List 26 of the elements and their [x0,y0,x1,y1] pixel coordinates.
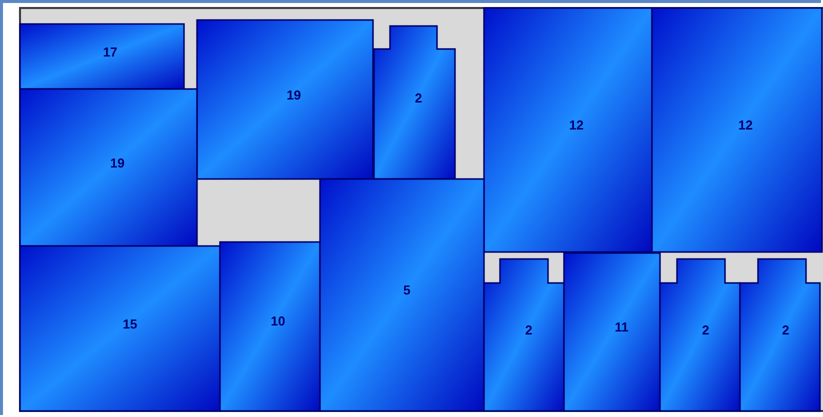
piece-number: 11 [614,320,628,335]
piece-number: 12 [569,118,584,133]
cut-piece [740,259,820,411]
piece-number: 2 [414,90,422,106]
cut-piece [20,246,220,411]
cut-piece [564,253,660,411]
cut-piece [484,8,652,252]
cut-piece [660,259,740,411]
piece-number: 2 [702,322,710,338]
piece-number: 15 [122,316,138,332]
piece-number: 10 [270,314,286,329]
piece-number: 19 [110,155,125,170]
cut-piece [20,24,184,89]
cut-piece [197,20,373,179]
cut-piece [20,89,197,246]
piece-number: 2 [525,322,532,338]
cut-piece [484,259,564,411]
piece-number: 19 [286,87,302,102]
piece-number: 5 [403,282,411,298]
piece-number: 12 [738,118,753,133]
cut-piece [374,26,455,179]
cut-piece [652,8,822,252]
cut-piece [320,179,484,411]
piece-number: 2 [782,322,790,338]
cut-piece [220,242,320,411]
piece-number: 17 [102,44,118,60]
